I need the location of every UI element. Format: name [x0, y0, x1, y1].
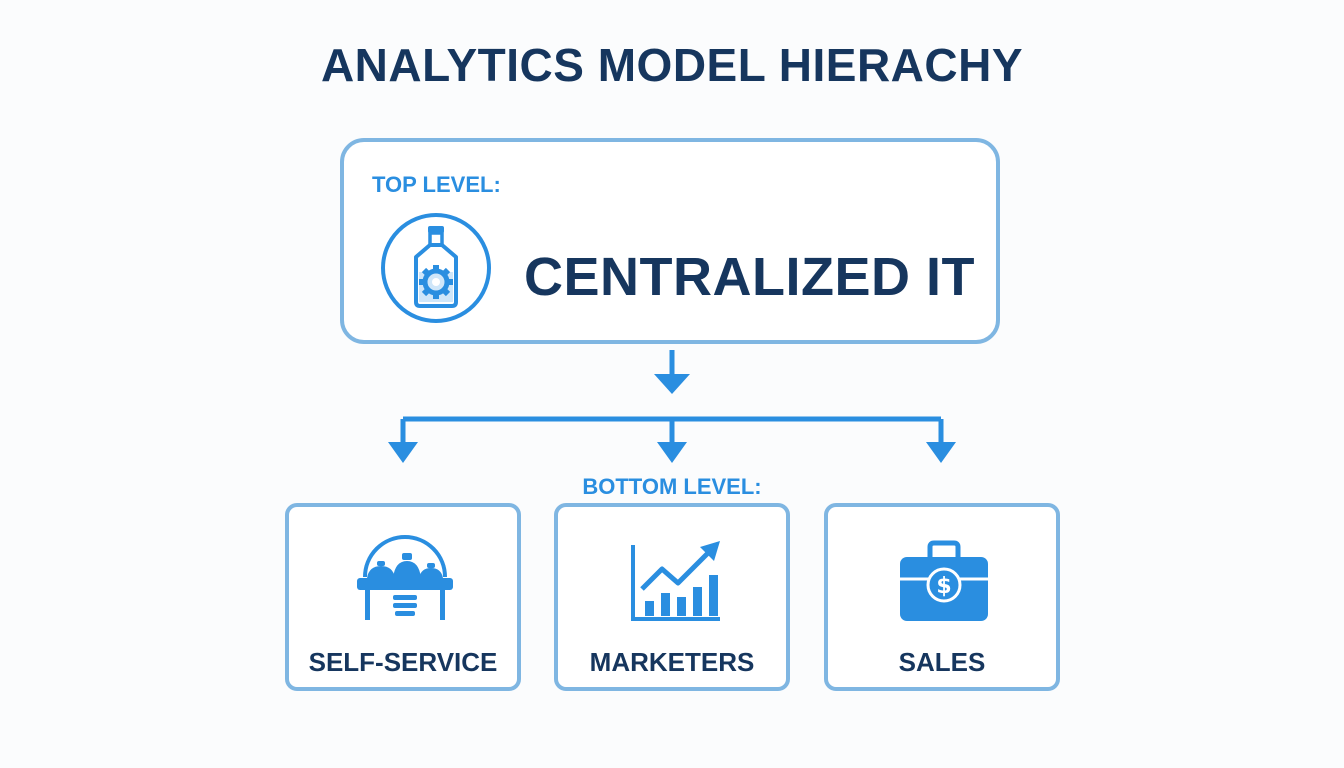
bottle-gear-icon: [378, 210, 494, 326]
card-label: SALES: [898, 647, 986, 677]
card-label: MARKETERS: [589, 647, 755, 677]
card-label: SELF-SERVICE: [308, 647, 498, 677]
top-level-name: CENTRALIZED IT: [524, 247, 975, 307]
branch-center-arrow: [657, 442, 687, 463]
branch-left-arrow: [388, 442, 418, 463]
briefcase-dollar-icon: $: [886, 531, 1002, 631]
diagram-title: ANALYTICS MODEL HIERACHY: [320, 39, 1024, 91]
top-level-label: TOP LEVEL:: [372, 172, 501, 197]
card-self-service: SELF-SERVICE: [285, 503, 521, 691]
card-sales: $ SALES: [824, 503, 1060, 691]
down-arrow-head: [654, 374, 690, 394]
top-level-box: TOP LEVEL:: [340, 138, 1000, 344]
growth-chart-icon: [616, 531, 732, 631]
buffet-station-icon: [347, 531, 463, 631]
branch-right-arrow: [926, 442, 956, 463]
card-marketers: MARKETERS: [554, 503, 790, 691]
bottom-level-label: BOTTOM LEVEL:: [582, 474, 762, 499]
svg-text:$: $: [936, 574, 951, 599]
